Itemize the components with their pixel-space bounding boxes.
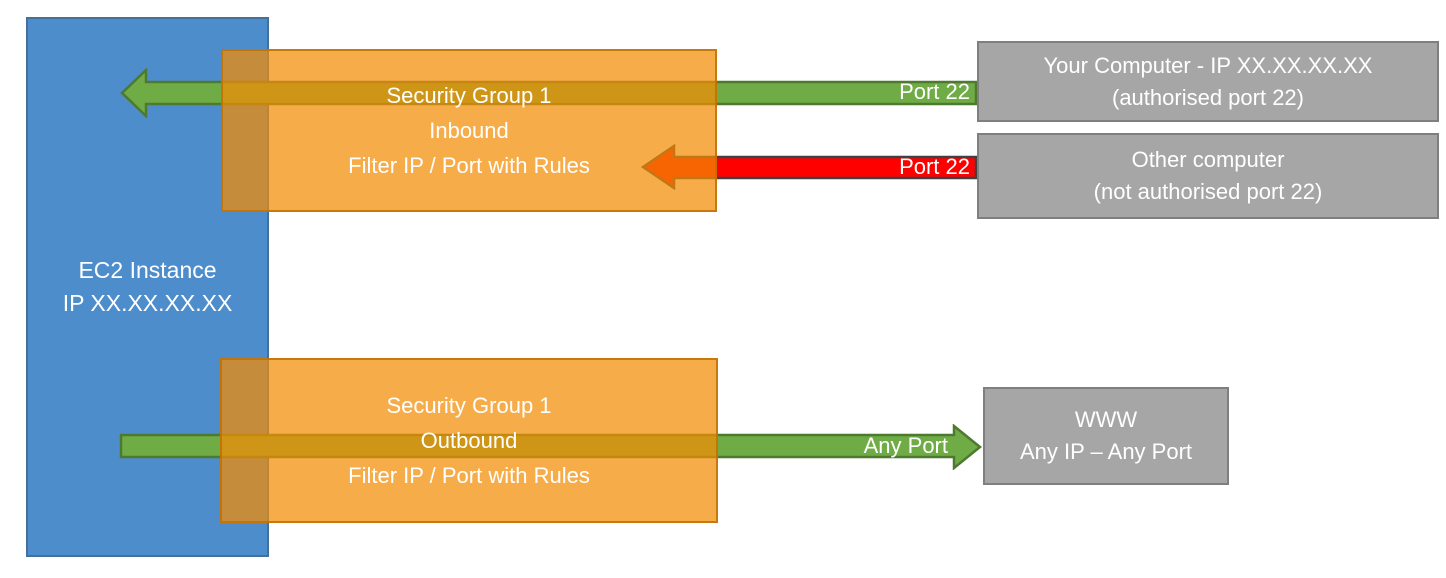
- ec2-instance-ip: IP XX.XX.XX.XX: [62, 290, 233, 316]
- security-group-inbound-rule: Filter IP / Port with Rules: [348, 153, 590, 178]
- security-group-inbound-title: Security Group 1: [386, 83, 552, 108]
- www-subtitle: Any IP – Any Port: [1019, 439, 1193, 464]
- www-box: WWW Any IP – Any Port: [983, 387, 1229, 485]
- security-group-outbound-box: Security Group 1 Outbound Filter IP / Po…: [220, 358, 718, 523]
- security-group-inbound-direction: Inbound: [429, 118, 509, 143]
- security-group-outbound-direction: Outbound: [420, 428, 518, 453]
- other-computer-title: Other computer: [1131, 147, 1285, 172]
- outbound-port-label: Any Port: [863, 433, 948, 458]
- www-title: WWW: [1074, 407, 1138, 432]
- inbound-denied-port-label: Port 22: [899, 154, 970, 179]
- security-group-outbound-title: Security Group 1: [386, 393, 552, 418]
- other-computer-box: Other computer (not authorised port 22): [977, 133, 1439, 219]
- your-computer-subtitle: (authorised port 22): [1112, 84, 1304, 110]
- security-group-outbound-rule: Filter IP / Port with Rules: [348, 463, 590, 488]
- ec2-instance-title: EC2 Instance: [78, 257, 217, 283]
- your-computer-box: Your Computer - IP XX.XX.XX.XX (authoris…: [977, 41, 1439, 122]
- inbound-allowed-port-label: Port 22: [899, 79, 970, 104]
- your-computer-title: Your Computer - IP XX.XX.XX.XX: [1043, 52, 1373, 78]
- other-computer-subtitle: (not authorised port 22): [1093, 179, 1323, 204]
- security-group-inbound-box: Security Group 1 Inbound Filter IP / Por…: [221, 49, 717, 212]
